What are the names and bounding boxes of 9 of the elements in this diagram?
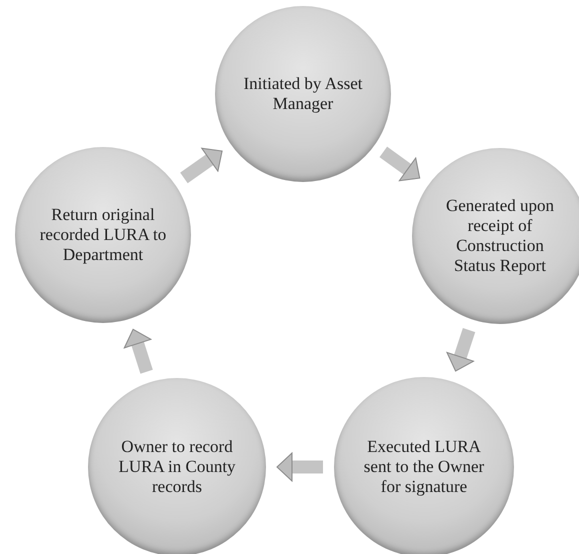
step-text: Executed LURA sent to the Owner for signature: [362, 437, 486, 497]
arrow: [446, 328, 476, 372]
arrow: [124, 328, 153, 374]
step-text: Return original recorded LURA to Department: [39, 205, 167, 265]
step-text: Owner to record LURA in County records: [117, 437, 237, 497]
arrow: [380, 146, 420, 182]
arrow: [276, 452, 323, 482]
step-text: Initiated by Asset Manager: [242, 74, 364, 114]
step-text: Generated upon receipt of Construction Status Report: [444, 196, 556, 276]
